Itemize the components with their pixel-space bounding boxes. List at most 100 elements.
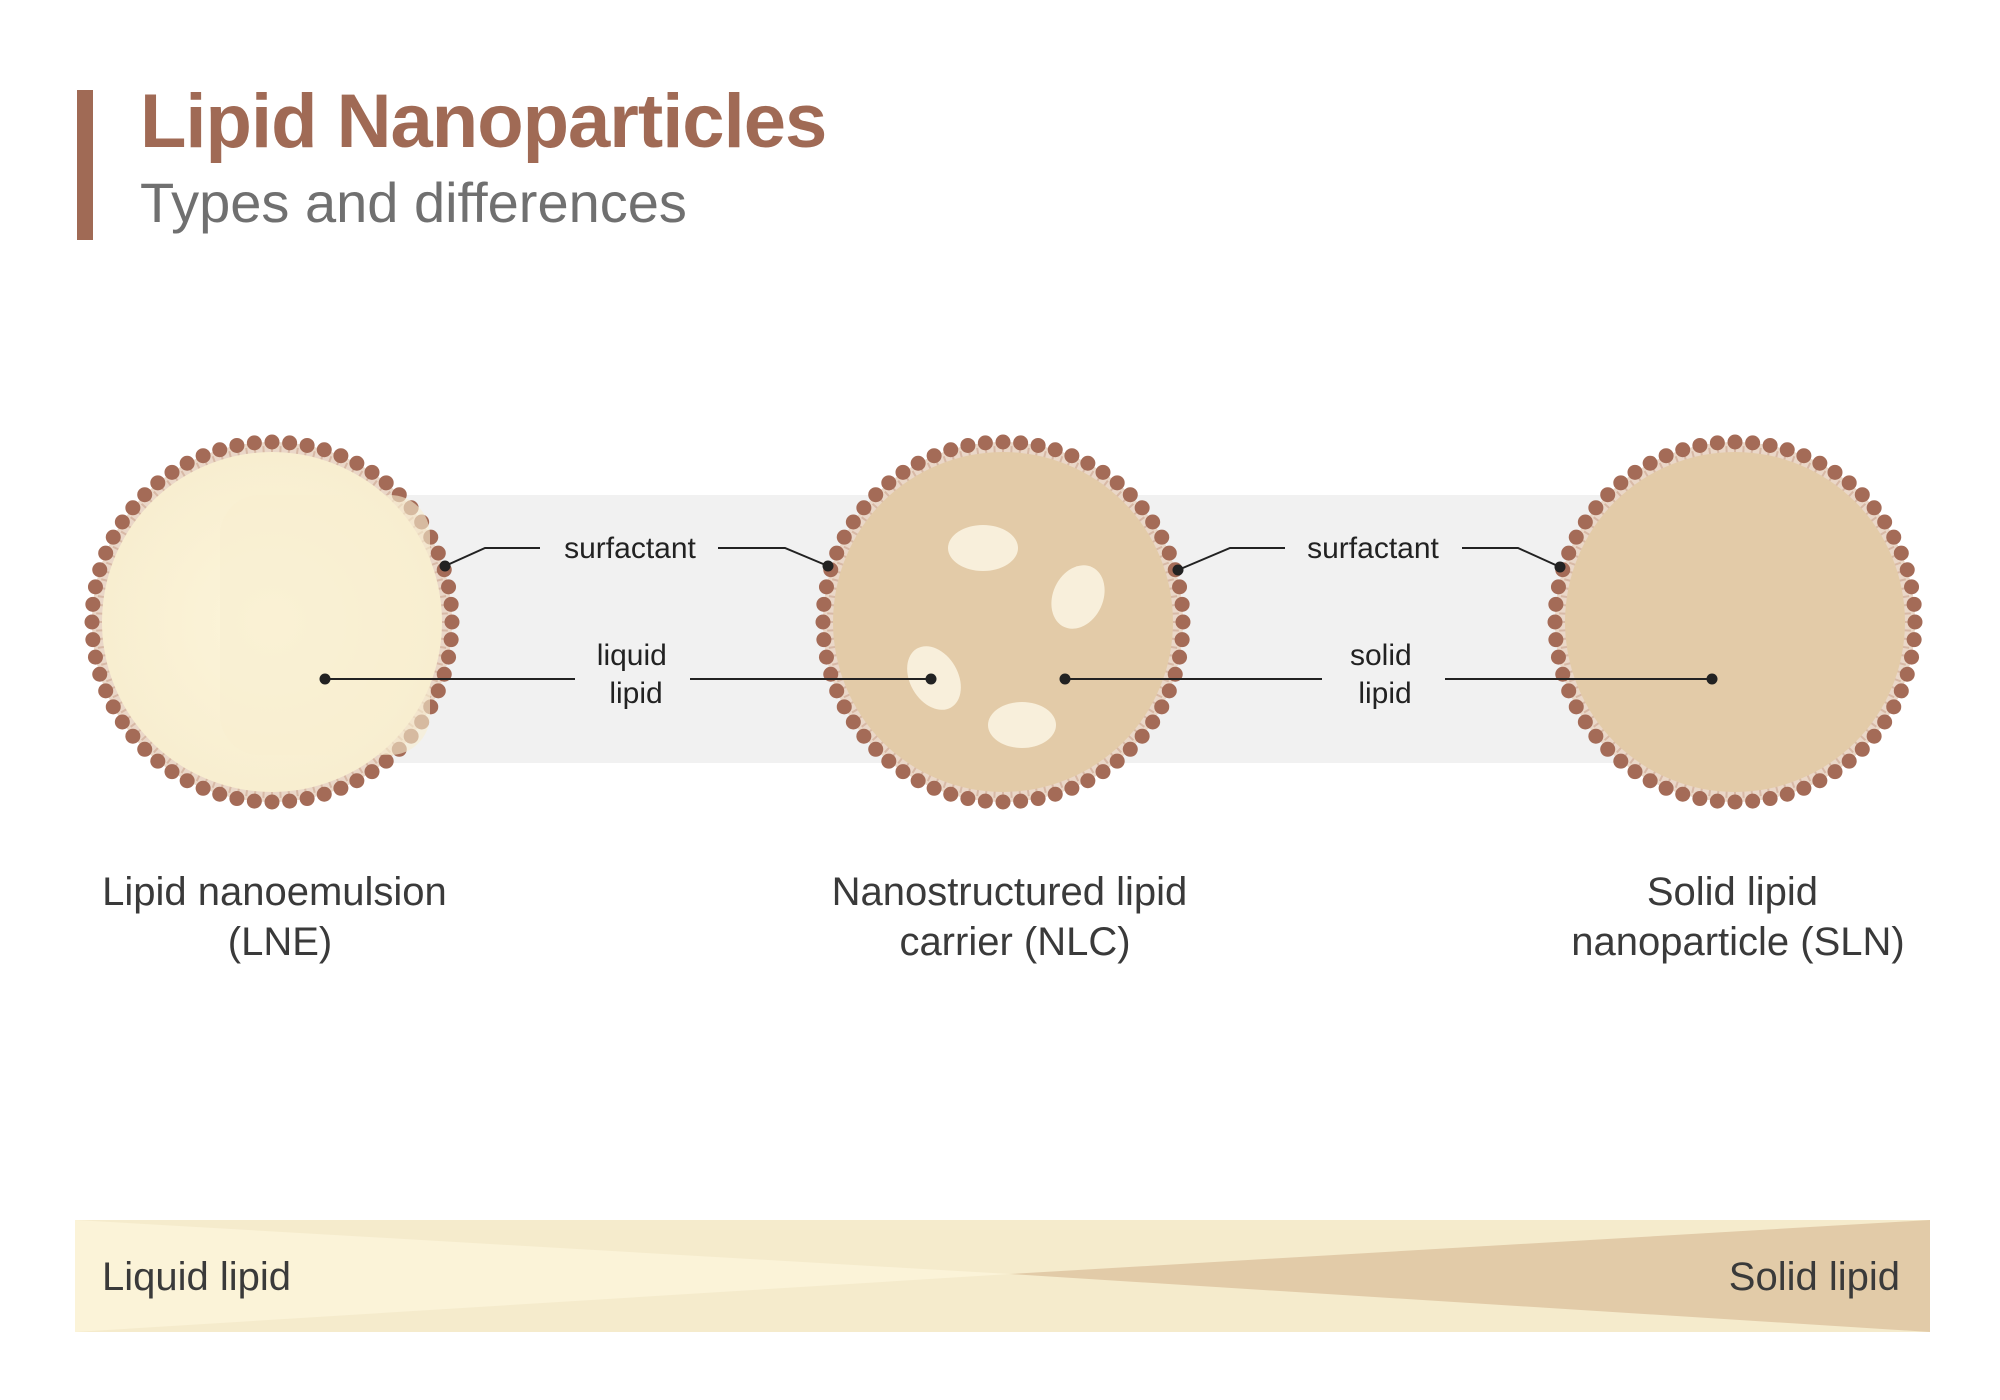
surfactant-head bbox=[1172, 649, 1188, 665]
surfactant-head bbox=[1745, 435, 1761, 451]
surfactant-head bbox=[1893, 545, 1909, 561]
surfactant-head bbox=[895, 464, 911, 480]
surfactant-head bbox=[179, 773, 195, 789]
surfactant-head bbox=[1899, 666, 1915, 682]
surfactant-head bbox=[378, 475, 394, 491]
surfactant-head bbox=[179, 455, 195, 471]
surfactant-head bbox=[818, 649, 834, 665]
surfactant-head bbox=[430, 683, 446, 699]
surfactant-head bbox=[1658, 448, 1674, 464]
surfactant-head bbox=[1827, 764, 1843, 780]
surfactant-head bbox=[1709, 435, 1725, 451]
surfactant-head bbox=[150, 753, 166, 769]
surfactant-head bbox=[1080, 773, 1096, 789]
surfactant-head bbox=[1548, 632, 1564, 648]
surfactant-head bbox=[264, 794, 280, 810]
surfactant-head bbox=[856, 500, 872, 516]
surfactant-head bbox=[87, 649, 103, 665]
surfactant-head bbox=[995, 434, 1011, 450]
caption-lne-line1: Lipid nanoemulsion bbox=[102, 870, 447, 914]
solid-lipid-label-line2: lipid bbox=[1358, 677, 1411, 710]
surfactant-head bbox=[1613, 753, 1629, 769]
surfactant-head bbox=[1854, 487, 1870, 503]
surfactant-head bbox=[977, 435, 993, 451]
callout-surfactant-left: surfactant bbox=[439, 532, 834, 572]
particle-sln bbox=[1547, 434, 1923, 810]
surfactant-head bbox=[1064, 780, 1080, 796]
surfactant-head bbox=[1658, 780, 1674, 796]
surfactant-head bbox=[836, 699, 852, 715]
surfactant-head bbox=[881, 753, 897, 769]
caption-lne-line2: (LNE) bbox=[228, 920, 332, 964]
surfactant-head bbox=[868, 741, 884, 757]
surfactant-head bbox=[441, 579, 457, 595]
surfactant-head bbox=[195, 780, 211, 796]
caption-sln-line1: Solid lipid bbox=[1647, 870, 1818, 914]
surfactant-head bbox=[114, 514, 130, 530]
surfactant-head bbox=[1745, 793, 1761, 809]
surfactant-head bbox=[1134, 728, 1150, 744]
surfactant-head bbox=[443, 596, 459, 612]
surfactant-head bbox=[137, 741, 153, 757]
surfactant-head bbox=[212, 442, 228, 458]
surfactant-head bbox=[316, 786, 332, 802]
surfactant-head bbox=[845, 514, 861, 530]
surfactant-head bbox=[1600, 741, 1616, 757]
surfactant-head bbox=[364, 464, 380, 480]
surfactant-head bbox=[1095, 464, 1111, 480]
liquid-wedge bbox=[75, 1220, 1010, 1332]
surfactant-head bbox=[1109, 475, 1125, 491]
surfactant-head bbox=[164, 464, 180, 480]
title-accent-bar bbox=[77, 90, 93, 240]
surfactant-head bbox=[910, 773, 926, 789]
surfactant-head bbox=[818, 579, 834, 595]
surfactant-head bbox=[1899, 562, 1915, 578]
surfactant-head bbox=[1547, 614, 1563, 630]
surfactant-head bbox=[316, 442, 332, 458]
surfactant-head bbox=[1762, 437, 1778, 453]
surfactant-head bbox=[1627, 764, 1643, 780]
surfactant-head bbox=[1907, 614, 1923, 630]
surfactant-head bbox=[125, 500, 141, 516]
page-subtitle: Types and differences bbox=[140, 171, 687, 234]
surfactant-head bbox=[1154, 529, 1170, 545]
surfactant-head bbox=[105, 529, 121, 545]
liquid-lipid-label-line1: liquid bbox=[597, 639, 667, 672]
surfactant-head bbox=[1854, 741, 1870, 757]
surfactant-head bbox=[84, 614, 100, 630]
surfactant-head bbox=[1675, 442, 1691, 458]
surfactant-head bbox=[1877, 514, 1893, 530]
surfactant-head bbox=[856, 728, 872, 744]
solid-wedge bbox=[1010, 1220, 1930, 1332]
surfactant-head bbox=[299, 791, 315, 807]
surfactant-head bbox=[926, 780, 942, 796]
surfactant-head bbox=[1134, 500, 1150, 516]
surfactant-head bbox=[1692, 791, 1708, 807]
surfactant-head bbox=[1841, 475, 1857, 491]
surfactant-head bbox=[1812, 773, 1828, 789]
surfactant-head bbox=[98, 545, 114, 561]
surfactant-head bbox=[1886, 699, 1902, 715]
surfactant-head bbox=[1866, 500, 1882, 516]
surfactant-head bbox=[1906, 632, 1922, 648]
surfactant-head bbox=[977, 793, 993, 809]
surfactant-head bbox=[85, 632, 101, 648]
surfactant-head bbox=[1827, 464, 1843, 480]
surfactant-head bbox=[1548, 596, 1564, 612]
surfactant-head bbox=[829, 683, 845, 699]
surfactant-head bbox=[430, 545, 446, 561]
surfactant-head bbox=[960, 437, 976, 453]
surfactant-head bbox=[1080, 455, 1096, 471]
surfactant-head bbox=[378, 753, 394, 769]
surfactant-head bbox=[1030, 437, 1046, 453]
surfactant-head bbox=[150, 475, 166, 491]
surfactant-head bbox=[212, 786, 228, 802]
surfactant-head bbox=[1550, 579, 1566, 595]
surfactant-head bbox=[1577, 714, 1593, 730]
surfactant-head bbox=[995, 794, 1011, 810]
surfactant-head bbox=[1796, 448, 1812, 464]
surfactant-head bbox=[1642, 455, 1658, 471]
surfactant-head bbox=[1122, 487, 1138, 503]
caption-sln: Solid lipid nanoparticle (SLN) bbox=[1571, 870, 1905, 964]
solid-lipid-label: solid lipid bbox=[1350, 639, 1420, 710]
